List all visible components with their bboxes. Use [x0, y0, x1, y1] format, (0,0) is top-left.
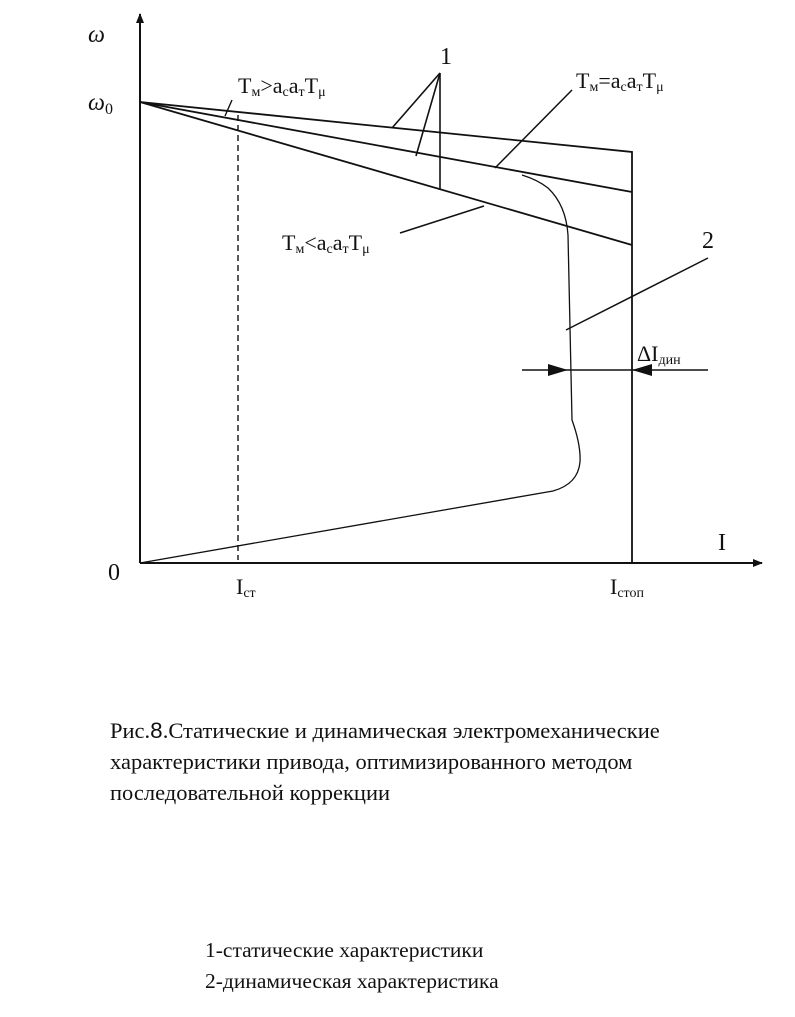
delta-i-dyn-label: ΔIдин: [637, 341, 681, 368]
legend: 1-статические характеристики 2-динамичес…: [205, 935, 705, 997]
leader-1b: [415, 72, 441, 157]
i-st-label: Iст: [236, 574, 256, 601]
caption-text: .Статические и динамическая электромехан…: [110, 718, 660, 805]
leader-eq-lt: [399, 205, 485, 234]
static-characteristic-middle: [139, 101, 633, 193]
legend-item-1: 1-статические характеристики: [205, 938, 484, 962]
dynamic-characteristic: [139, 174, 581, 564]
leader-2: [565, 257, 709, 331]
electromechanical-characteristics-diagram: ω ω0 0 I Iст Iстоп 1 2 ΔIдин Tм>acaтTμ T…: [88, 13, 763, 601]
delta-arrow-left: [548, 364, 568, 376]
eq-gt-label: Tм>acaтTμ: [238, 73, 326, 100]
label-2: 2: [702, 228, 714, 254]
leader-1a: [391, 72, 441, 129]
legend-item-2: 2-динамическая характеристика: [205, 969, 499, 993]
static-characteristic-lower: [139, 101, 633, 246]
caption-number: 8: [150, 718, 163, 743]
label-1: 1: [440, 44, 452, 70]
leader-eq-eq: [494, 89, 573, 169]
origin-label: 0: [108, 560, 120, 586]
y-axis-label: ω: [88, 22, 105, 48]
delta-arrow-right: [632, 364, 652, 376]
x-axis-label: I: [718, 530, 726, 556]
figure-caption: Рис.8.Статические и динамическая электро…: [110, 715, 750, 808]
omega0-label: ω0: [88, 90, 113, 118]
static-characteristic-upper: [139, 101, 633, 563]
i-stop-label: Iстоп: [610, 574, 644, 601]
caption-prefix: Рис.: [110, 718, 151, 743]
leader-eq-gt: [224, 99, 233, 117]
eq-lt-label: Tм<acaтTμ: [282, 230, 370, 257]
eq-eq-label: Tм=acaтTμ: [576, 68, 664, 95]
